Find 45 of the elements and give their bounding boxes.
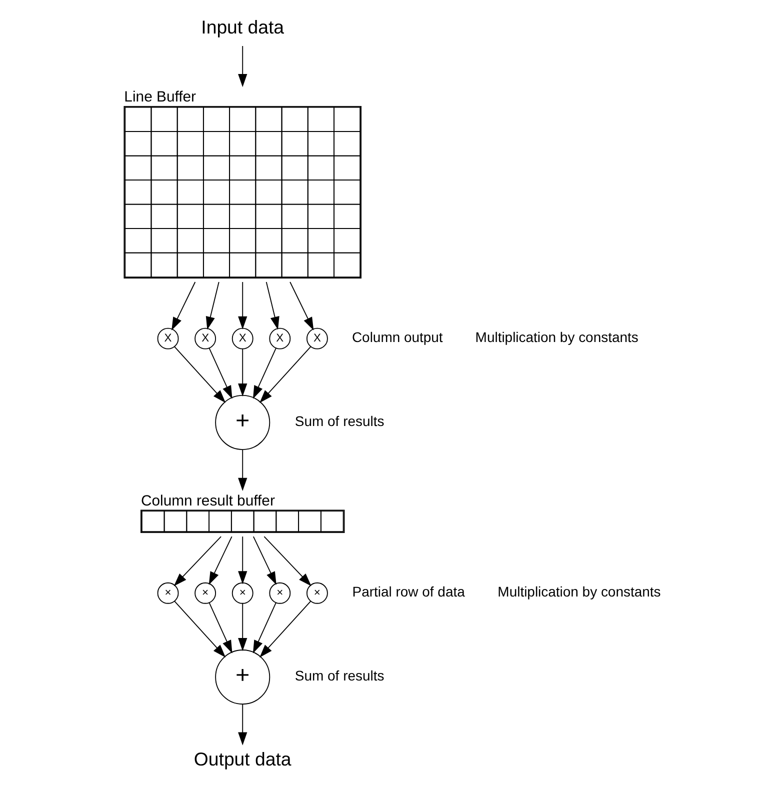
node-circle: X — [231, 328, 253, 350]
node-label: Line Buffer — [124, 90, 196, 106]
label: Partial row of data — [352, 583, 464, 600]
arrow — [238, 449, 247, 491]
arrow — [238, 282, 247, 330]
node-circle: + — [214, 650, 270, 705]
label: Sum of results — [294, 667, 384, 684]
arrow — [238, 536, 247, 584]
arrow — [252, 348, 276, 399]
arrow — [259, 346, 311, 403]
arrow — [238, 704, 247, 746]
node-circle: X — [194, 328, 216, 350]
node-circle: X — [156, 328, 178, 350]
arrow — [252, 536, 276, 585]
node-circle: × — [306, 582, 328, 604]
arrow — [263, 536, 311, 586]
arrow — [208, 348, 232, 399]
label: Multiplication by constants — [497, 583, 660, 600]
label: Multiplication by constants — [474, 328, 638, 345]
node-text: Input data — [200, 16, 284, 38]
arrow — [289, 282, 314, 330]
label: Sum of results — [294, 412, 384, 429]
arrow — [252, 602, 276, 654]
node-circle: X — [306, 328, 328, 350]
arrow — [265, 282, 279, 330]
arrow — [171, 282, 196, 330]
node-circle: × — [231, 582, 253, 604]
arrow — [238, 603, 247, 652]
arrow — [173, 536, 221, 586]
arrow — [174, 600, 226, 658]
node-circle: × — [194, 582, 216, 604]
node-circle: + — [214, 395, 270, 450]
arrow — [174, 346, 226, 403]
node-label: Column result buffer — [140, 493, 274, 510]
node-circle: X — [268, 328, 290, 350]
node-text: Output data — [193, 748, 291, 770]
arrow — [238, 348, 247, 397]
arrow — [238, 46, 247, 88]
node-circle: × — [156, 582, 178, 604]
arrow — [205, 282, 219, 330]
arrow — [208, 602, 232, 654]
label: Column output — [351, 328, 442, 345]
arrow — [259, 600, 311, 658]
arrow — [208, 536, 232, 585]
node-circle: × — [268, 582, 290, 604]
